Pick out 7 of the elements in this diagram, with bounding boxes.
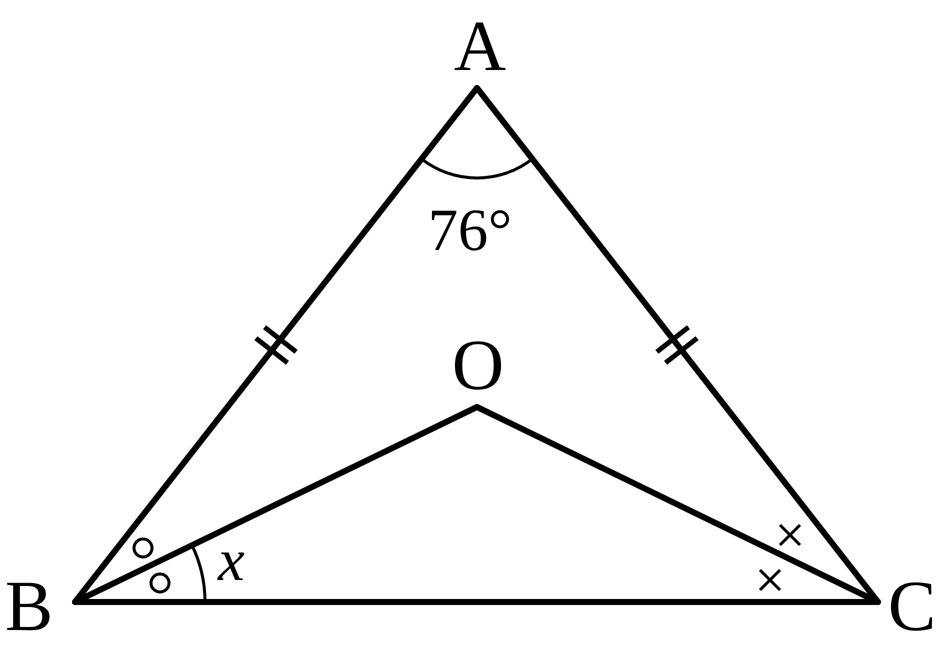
line-segment	[72, 599, 881, 605]
angle-value: 76°	[428, 200, 512, 260]
vertex-label: B	[5, 570, 54, 642]
vertex-label: C	[888, 570, 936, 642]
vertex-label: O	[452, 329, 504, 401]
angle-variable: x	[218, 530, 245, 590]
vertex-label: A	[454, 10, 506, 82]
